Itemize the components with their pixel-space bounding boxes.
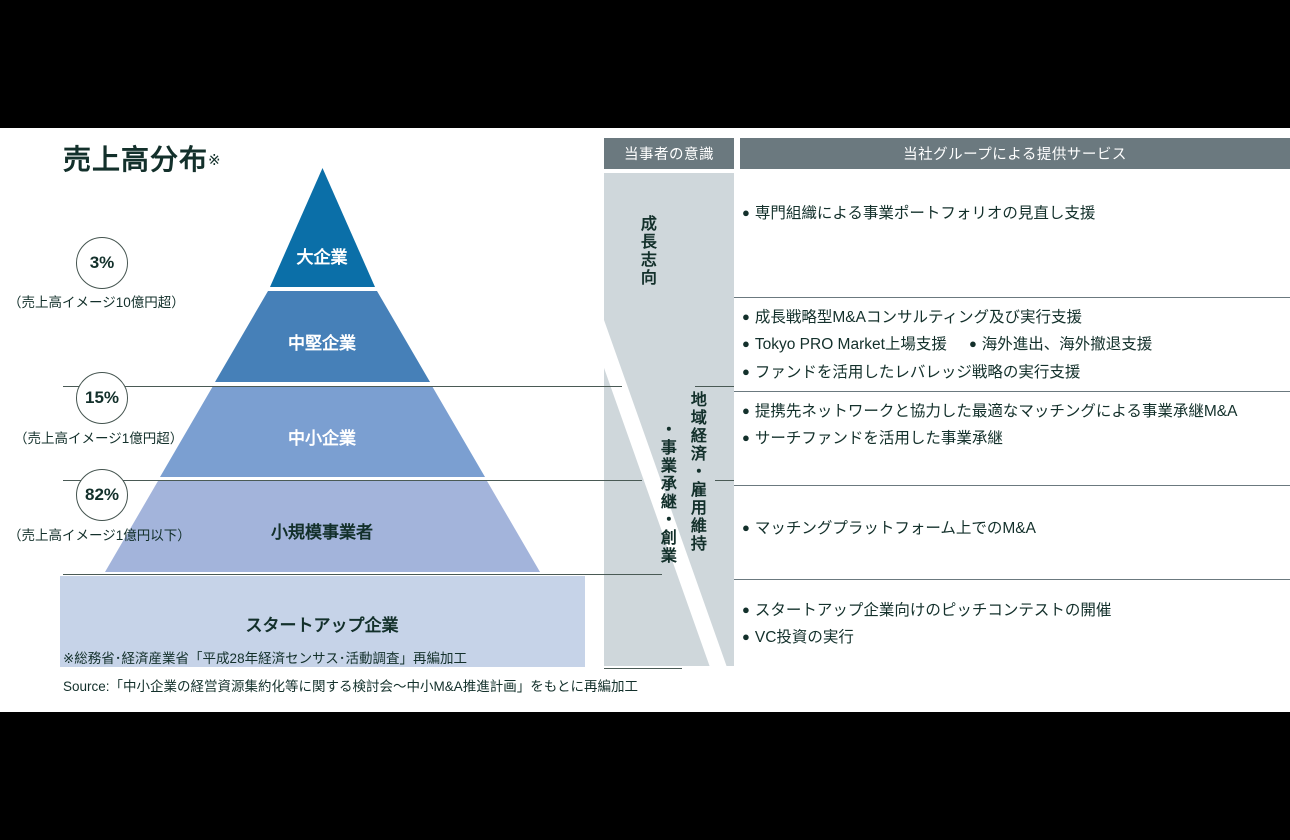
bullet-icon: ● bbox=[742, 403, 750, 418]
mid-tick-3-left bbox=[604, 574, 662, 575]
services-header-label: 当社グループによる提供サービス bbox=[903, 147, 1127, 163]
service-item: ● スタートアップ企業向けのピッチコンテストの開催 bbox=[742, 600, 1290, 622]
service-group-small: ● 提携先ネットワークと協力した最適なマッチングによる事業承継M&A ● サーチ… bbox=[734, 401, 1290, 451]
mid-tick-1-left bbox=[604, 386, 622, 387]
tier-divider-1 bbox=[63, 386, 604, 387]
sales-distribution-pyramid: 大企業 中堅企業 中小企業 小規模事業者 スタートアップ企業 bbox=[60, 168, 585, 667]
tier-divider-2 bbox=[63, 480, 604, 481]
mid-tick-1-right bbox=[695, 386, 734, 387]
pyramid-label-mid: 中堅企業 bbox=[288, 333, 356, 353]
pyramid-tier-startup bbox=[60, 576, 585, 667]
service-item-text: 提携先ネットワークと協力した最適なマッチングによる事業承継M&A bbox=[754, 403, 1238, 420]
service-item-text: マッチングプラットフォーム上でのM&A bbox=[754, 520, 1036, 537]
services-header: 当社グループによる提供サービス bbox=[740, 138, 1290, 169]
bullet-icon: ● bbox=[742, 629, 750, 645]
middle-column-header: 当事者の意識 bbox=[604, 138, 734, 169]
service-item: ● マッチングプラットフォーム上でのM&A bbox=[742, 518, 1290, 540]
service-item: ● ファンドを活用したレバレッジ戦略の実行支援 bbox=[742, 362, 1290, 384]
page-title-text: 売上高分布 bbox=[63, 144, 209, 175]
bullet-icon: ● bbox=[742, 309, 750, 324]
service-item-text: サーチファンドを活用した事業承継 bbox=[754, 430, 1003, 448]
pyramid-label-small: 中小企業 bbox=[288, 428, 356, 448]
service-separator-4 bbox=[734, 579, 1290, 580]
bullet-icon: ● bbox=[742, 363, 750, 379]
service-item-text: Tokyo PRO Market上場支援 bbox=[754, 336, 947, 354]
footnote-source-plan: Source:「中小企業の経営資源集約化等に関する検討会〜中小M&A推進計画」を… bbox=[63, 679, 639, 694]
service-group-mid: ● 成長戦略型M&Aコンサルティング及び実行支援 ● Tokyo PRO Mar… bbox=[734, 307, 1290, 384]
stakeholder-awareness-band: 成長志向 地域経済・雇用維持 ・事業承継・創業 bbox=[604, 173, 734, 666]
service-group-startup: ● スタートアップ企業向けのピッチコンテストの開催 ● VC投資の実行 bbox=[734, 600, 1290, 650]
service-group-micro: ● マッチングプラットフォーム上でのM&A bbox=[734, 518, 1290, 540]
percent-note-mid: （売上高イメージ1億円超） bbox=[14, 431, 184, 446]
title-asterisk: ※ bbox=[208, 152, 222, 169]
page-title: 売上高分布※ bbox=[63, 138, 222, 178]
percent-value: 82% bbox=[84, 485, 120, 504]
pyramid-label-large: 大企業 bbox=[297, 247, 348, 267]
awareness-label-growth: 成長志向 bbox=[637, 215, 655, 287]
bullet-icon: ● bbox=[742, 336, 750, 352]
awareness-label-succession: ・事業承継・創業 bbox=[657, 421, 675, 565]
percent-note-small: （売上高イメージ1億円以下） bbox=[8, 528, 191, 543]
percent-badge-mid: 15% bbox=[76, 372, 128, 424]
pyramid-tier-small bbox=[160, 386, 485, 477]
bullet-icon: ● bbox=[742, 520, 750, 535]
service-item: ● 成長戦略型M&Aコンサルティング及び実行支援 bbox=[742, 307, 1290, 329]
mid-tick-2-right bbox=[715, 480, 734, 481]
service-item: ● サーチファンドを活用した事業承継 bbox=[742, 428, 1290, 450]
service-item: ● VC投資の実行 bbox=[742, 627, 1290, 649]
percent-value: 3% bbox=[89, 253, 115, 272]
tier-divider-3 bbox=[63, 574, 604, 575]
service-item-text: ファンドを活用したレバレッジ戦略の実行支援 bbox=[754, 363, 1081, 381]
percent-value: 15% bbox=[84, 388, 120, 407]
bullet-icon: ● bbox=[742, 430, 750, 446]
content-sheet: 売上高分布※ 大企業 中堅企業 中小企業 小規模事業者 スタートアップ企業 bbox=[0, 128, 1290, 712]
pyramid-tier-large bbox=[270, 168, 375, 287]
service-item-secondary: ● 海外進出、海外撤退支援 bbox=[969, 334, 1152, 356]
service-separator-3 bbox=[734, 485, 1290, 486]
percent-badge-large: 3% bbox=[76, 237, 128, 289]
service-item: ● Tokyo PRO Market上場支援 ● 海外進出、海外撤退支援 bbox=[742, 334, 1290, 356]
service-item-text: 成長戦略型M&Aコンサルティング及び実行支援 bbox=[754, 309, 1083, 326]
pyramid-label-startup: スタートアップ企業 bbox=[246, 615, 399, 635]
service-item-text: スタートアップ企業向けのピッチコンテストの開催 bbox=[754, 602, 1112, 619]
service-separator-2 bbox=[734, 391, 1290, 392]
service-item-text: 専門組織による事業ポートフォリオの見直し支援 bbox=[754, 205, 1096, 222]
mid-tick-2-left bbox=[604, 480, 642, 481]
mid-tick-4-left bbox=[604, 668, 682, 669]
bullet-icon: ● bbox=[742, 602, 750, 617]
service-item: ● 専門組織による事業ポートフォリオの見直し支援 bbox=[742, 203, 1290, 225]
bullet-icon: ● bbox=[968, 336, 977, 352]
awareness-label-regional: 地域経済・雇用維持 bbox=[687, 391, 705, 553]
pyramid-label-micro: 小規模事業者 bbox=[271, 522, 373, 542]
bullet-icon: ● bbox=[742, 205, 750, 220]
pyramid-tier-mid bbox=[215, 291, 430, 382]
service-item-secondary-text: 海外進出、海外撤退支援 bbox=[981, 336, 1153, 354]
percent-badge-small: 82% bbox=[76, 469, 128, 521]
service-item: ● 提携先ネットワークと協力した最適なマッチングによる事業承継M&A bbox=[742, 401, 1290, 423]
service-item-text: VC投資の実行 bbox=[754, 629, 854, 647]
middle-column-header-label: 当事者の意識 bbox=[624, 147, 714, 163]
service-group-large: ● 専門組織による事業ポートフォリオの見直し支援 bbox=[734, 203, 1290, 225]
diagonal-divider bbox=[604, 173, 734, 666]
pyramid-tier-micro bbox=[105, 481, 540, 572]
service-separator-1 bbox=[734, 297, 1290, 298]
footnote-source-census: ※総務省･経済産業省「平成28年経済センサス･活動調査」再編加工 bbox=[63, 651, 468, 666]
percent-note-large: （売上高イメージ10億円超） bbox=[8, 295, 185, 310]
services-list: ● 専門組織による事業ポートフォリオの見直し支援 ● 成長戦略型M&Aコンサルテ… bbox=[734, 173, 1290, 668]
